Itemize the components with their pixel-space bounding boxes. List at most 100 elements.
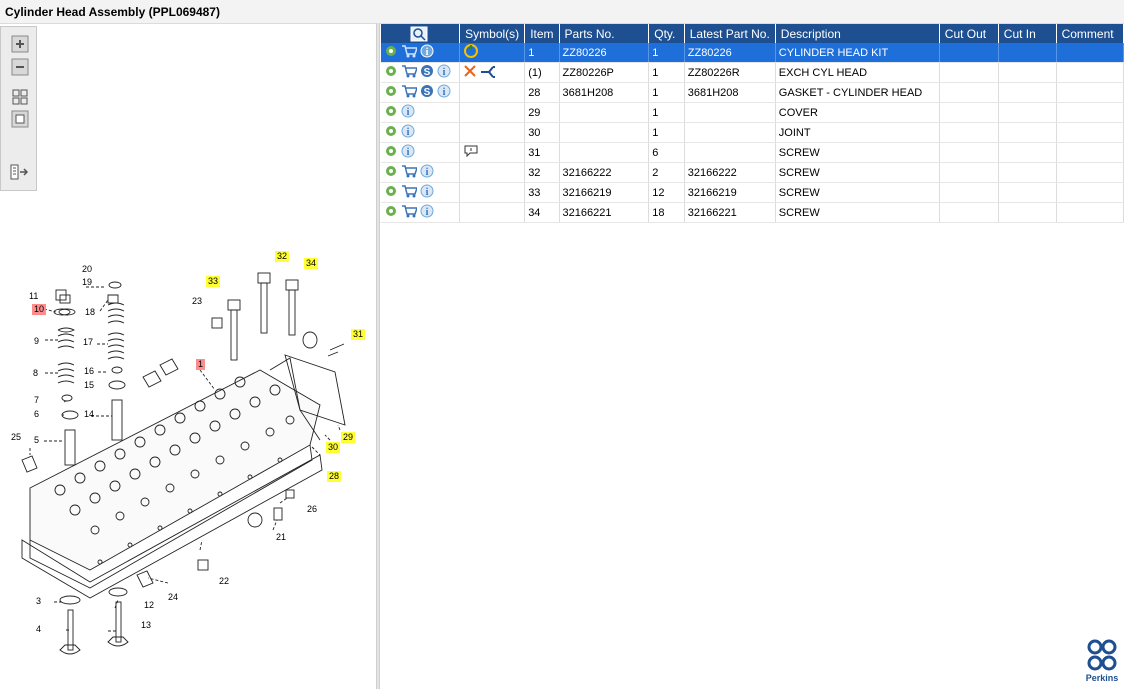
cart-icon[interactable] — [401, 184, 419, 201]
table-row[interactable]: i 31 6 SCREW — [381, 142, 1124, 163]
callout-13[interactable]: 13 — [141, 620, 152, 630]
callout-8[interactable]: 8 — [33, 368, 39, 378]
zoom-in-icon[interactable] — [10, 34, 30, 54]
info-icon[interactable]: i — [420, 164, 434, 181]
cell-description: CYLINDER HEAD KIT — [775, 43, 940, 63]
info-icon[interactable]: i — [401, 124, 415, 141]
callout-5[interactable]: 5 — [34, 435, 40, 445]
cell-qty: 18 — [648, 202, 685, 223]
callout-23[interactable]: 23 — [192, 296, 203, 306]
table-row[interactable]: i 29 1 COVER — [381, 102, 1124, 123]
callout-14[interactable]: 14 — [84, 409, 95, 419]
cell-latest-part-no: 32166221 — [684, 202, 776, 223]
table-row[interactable]: i 1 ZZ80226 1 ZZ80226 CYLINDER HEAD KIT — [381, 43, 1124, 63]
panel-toggle-icon[interactable] — [10, 162, 30, 182]
callout-12[interactable]: 12 — [144, 600, 155, 610]
table-row[interactable]: i 34 32166221 18 32166221 SCREW — [381, 202, 1124, 223]
column-header-description[interactable]: Description — [775, 24, 940, 43]
cart-icon[interactable] — [401, 164, 419, 181]
callout-31[interactable]: 31 — [351, 329, 366, 340]
column-header-cut-in[interactable]: Cut In — [998, 24, 1057, 43]
table-row[interactable]: i 32 32166222 2 32166222 SCREW — [381, 162, 1124, 183]
callout-7[interactable]: 7 — [34, 395, 40, 405]
cell-qty: 1 — [648, 82, 685, 103]
cell-cut-out — [939, 102, 999, 123]
cart-icon[interactable] — [401, 84, 419, 101]
callout-25[interactable]: 25 — [11, 432, 22, 442]
column-header-part-no[interactable]: Parts No. — [559, 24, 650, 43]
callout-29[interactable]: 29 — [341, 432, 356, 443]
cart-icon[interactable] — [401, 64, 419, 81]
service-icon[interactable]: S — [420, 64, 434, 81]
callout-17[interactable]: 17 — [83, 337, 94, 347]
settings-icon[interactable] — [384, 124, 398, 141]
cell-cut-in — [998, 182, 1057, 203]
callout-34[interactable]: 34 — [304, 258, 319, 269]
fit-page-icon[interactable] — [10, 109, 30, 129]
callout-32[interactable]: 32 — [275, 251, 290, 262]
callout-15[interactable]: 15 — [84, 380, 95, 390]
callout-1[interactable]: 1 — [196, 359, 206, 370]
info-icon[interactable]: i — [420, 44, 434, 61]
info-icon[interactable]: i — [401, 104, 415, 121]
column-header-cut-out[interactable]: Cut Out — [939, 24, 999, 43]
row-actions: i — [381, 43, 461, 63]
column-header-latest-part-no[interactable]: Latest Part No. — [684, 24, 776, 43]
svg-text:i: i — [407, 147, 410, 158]
info-icon[interactable]: i — [401, 144, 415, 161]
callout-22[interactable]: 22 — [219, 576, 230, 586]
settings-icon[interactable] — [384, 144, 398, 161]
cell-description: GASKET - CYLINDER HEAD — [775, 82, 940, 103]
svg-text:i: i — [407, 127, 410, 138]
callout-33[interactable]: 33 — [206, 276, 221, 287]
settings-icon[interactable] — [384, 204, 398, 221]
row-symbols — [459, 43, 526, 63]
settings-icon[interactable] — [384, 44, 398, 61]
settings-icon[interactable] — [384, 104, 398, 121]
callout-16[interactable]: 16 — [84, 366, 95, 376]
callout-18[interactable]: 18 — [85, 307, 96, 317]
column-header-symbols[interactable]: Symbol(s) — [459, 24, 526, 43]
info-icon[interactable]: i — [437, 64, 451, 81]
cell-comment — [1056, 142, 1124, 163]
info-icon[interactable]: i — [420, 184, 434, 201]
callout-9[interactable]: 9 — [34, 336, 40, 346]
column-header-qty[interactable]: Qty. — [648, 24, 685, 43]
cart-icon[interactable] — [401, 44, 419, 61]
callout-6[interactable]: 6 — [34, 409, 40, 419]
panel-splitter[interactable] — [376, 23, 380, 689]
callout-24[interactable]: 24 — [168, 592, 179, 602]
cross-icon — [463, 64, 477, 81]
callout-26[interactable]: 26 — [307, 504, 318, 514]
callout-3[interactable]: 3 — [36, 596, 42, 606]
callout-11[interactable]: 11 — [29, 291, 39, 301]
callout-19[interactable]: 19 — [82, 277, 93, 287]
column-header-comment[interactable]: Comment — [1056, 24, 1124, 43]
fit-grid-icon[interactable] — [10, 87, 30, 107]
callout-30[interactable]: 30 — [326, 442, 341, 453]
column-header-item[interactable]: Item — [524, 24, 560, 43]
service-icon[interactable]: S — [420, 84, 434, 101]
settings-icon[interactable] — [384, 164, 398, 181]
settings-icon[interactable] — [384, 64, 398, 81]
callout-20[interactable]: 20 — [82, 264, 93, 274]
callout-4[interactable]: 4 — [36, 624, 42, 634]
zoom-out-icon[interactable] — [10, 57, 30, 77]
callout-28[interactable]: 28 — [327, 471, 342, 482]
table-row[interactable]: i 33 32166219 12 32166219 SCREW — [381, 182, 1124, 203]
exploded-diagram[interactable]: 20 19 11 10 18 9 17 8 16 15 7 6 14 25 5 … — [0, 240, 376, 680]
cart-icon[interactable] — [401, 204, 419, 221]
search-icon[interactable] — [410, 26, 431, 41]
callout-10[interactable]: 10 — [32, 304, 47, 315]
settings-icon[interactable] — [384, 84, 398, 101]
cell-part-no: 32166221 — [559, 202, 650, 223]
info-icon[interactable]: i — [437, 84, 451, 101]
settings-icon[interactable] — [384, 184, 398, 201]
callout-21[interactable]: 21 — [276, 532, 287, 542]
column-header-actions[interactable] — [381, 24, 461, 43]
table-row[interactable]: i 30 1 JOINT — [381, 122, 1124, 143]
info-icon[interactable]: i — [420, 204, 434, 221]
cell-latest-part-no — [684, 142, 776, 163]
